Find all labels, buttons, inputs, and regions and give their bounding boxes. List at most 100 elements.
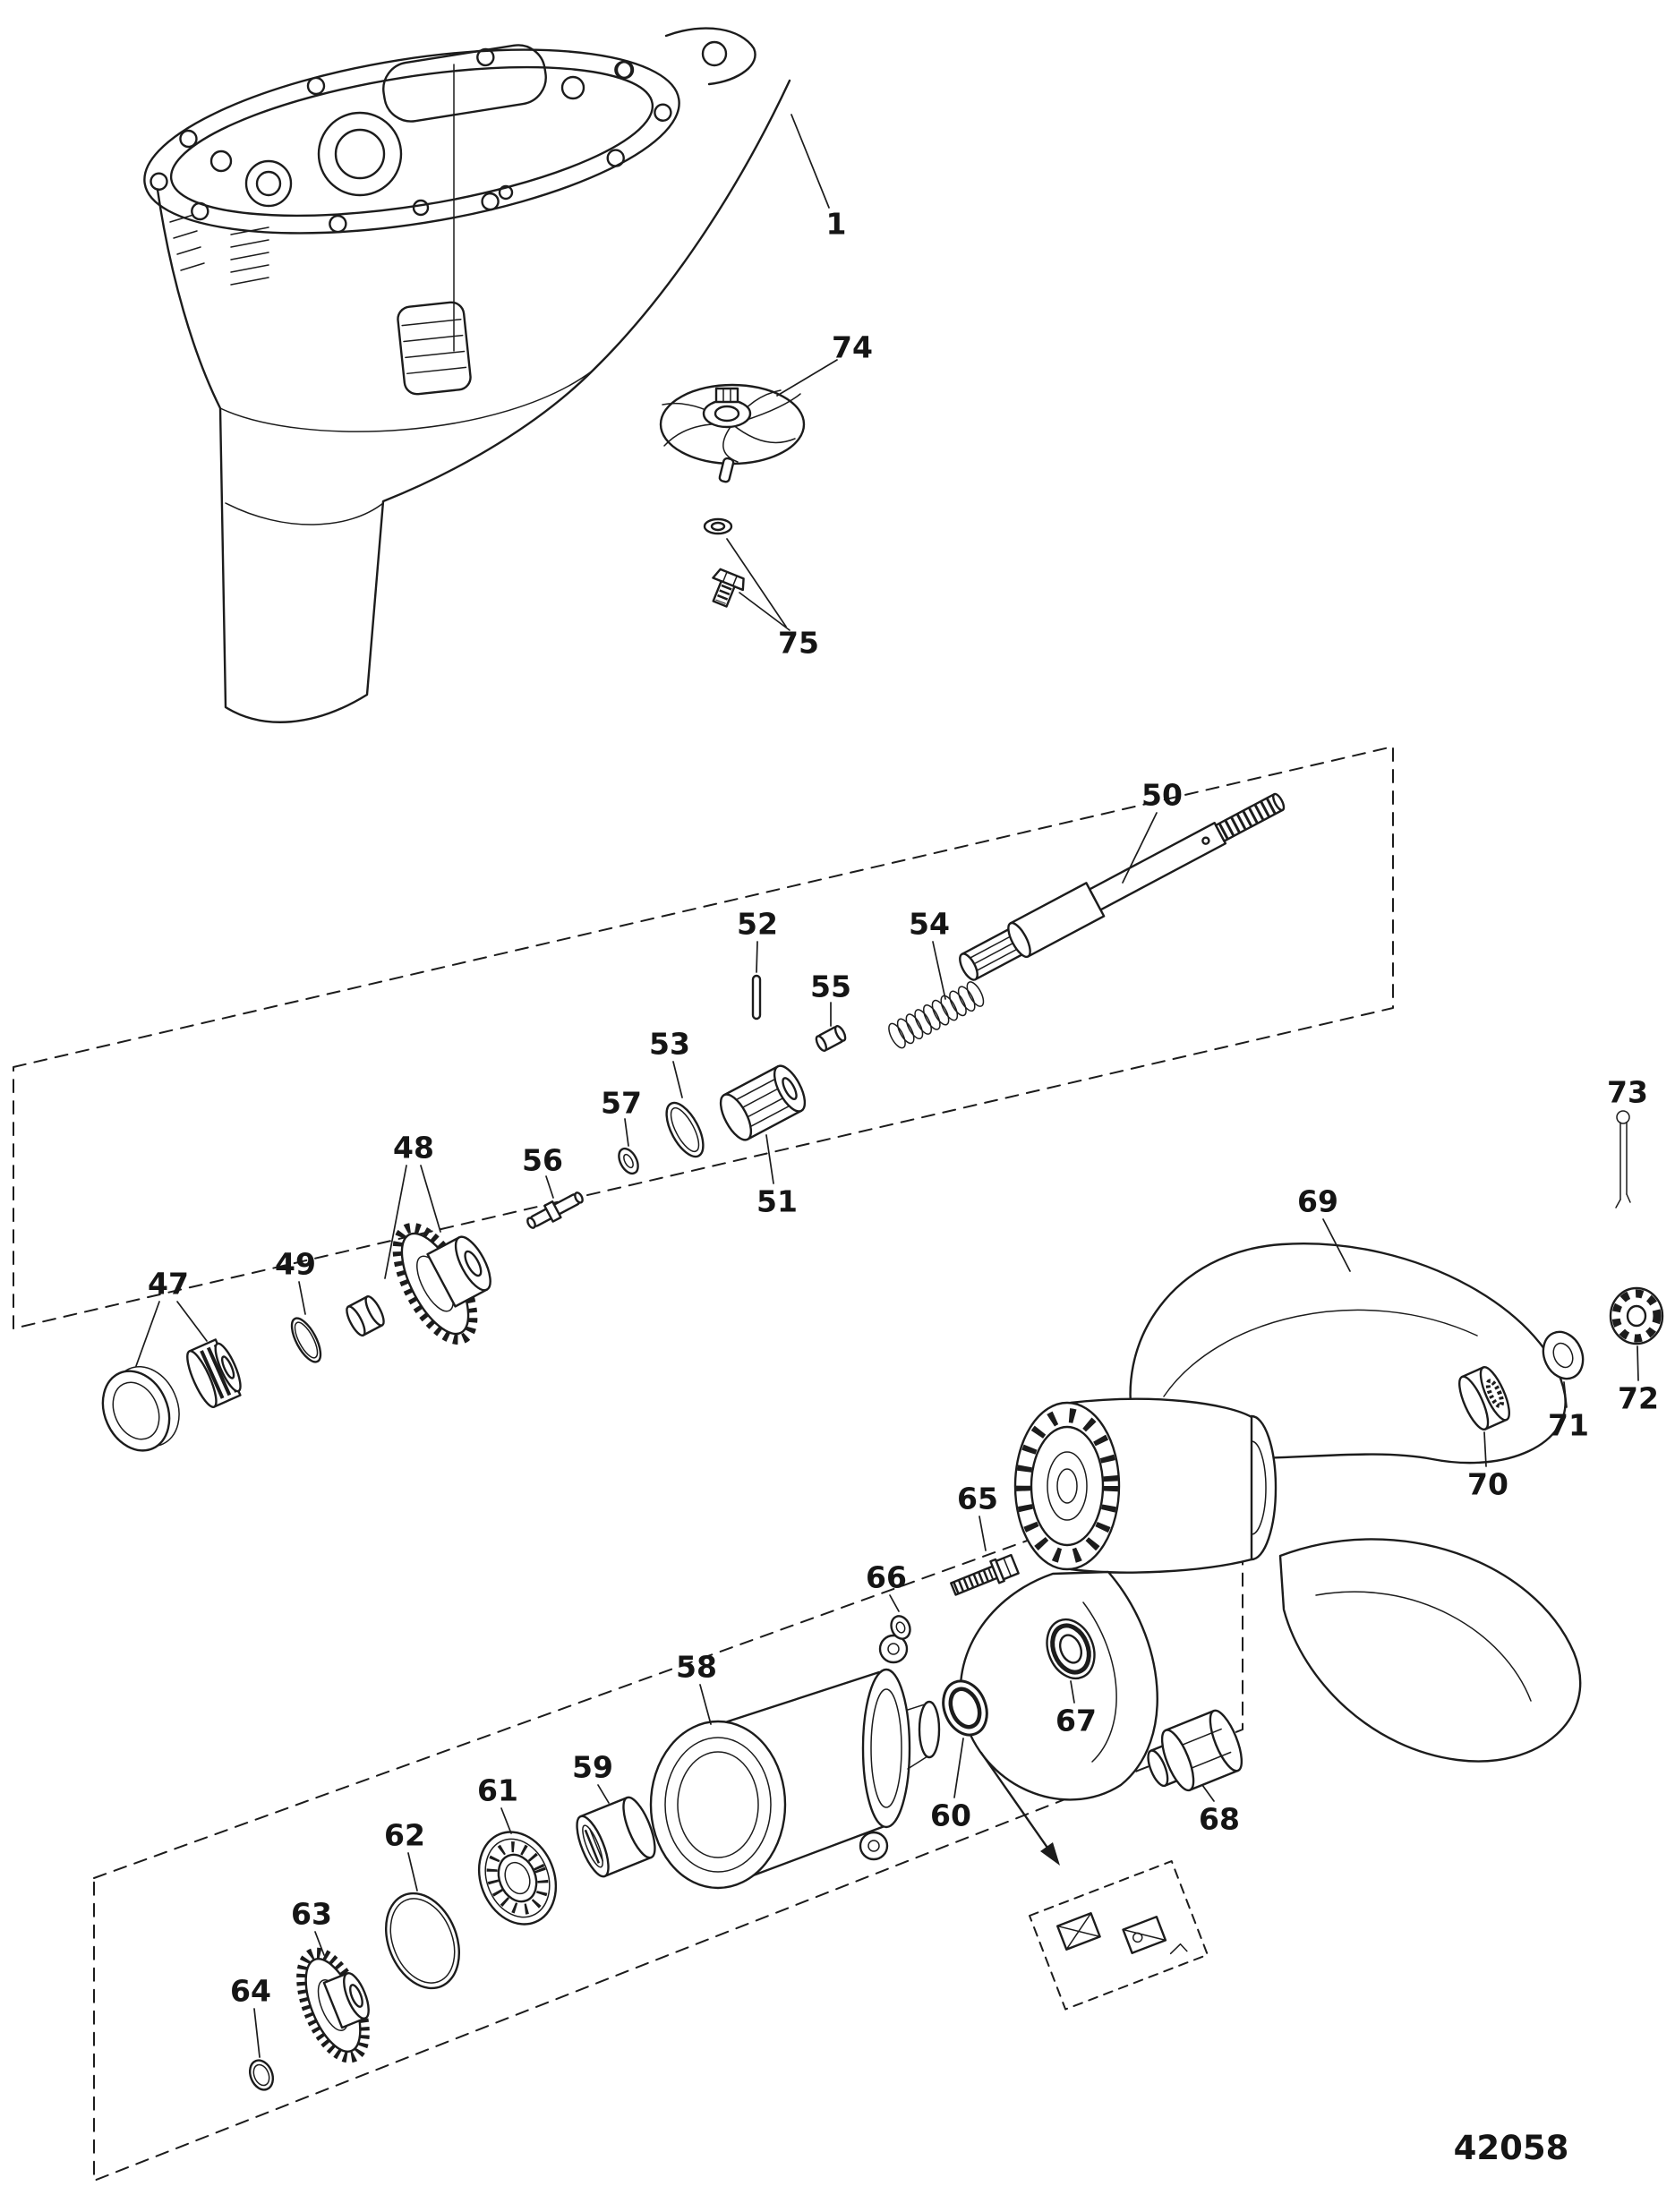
leader-line-49: [298, 1281, 306, 1315]
impeller-nut: [714, 387, 739, 404]
part-label-72: 72: [1618, 1381, 1659, 1416]
upper-exploded-plane: [13, 746, 1394, 1329]
part-label-1: 1: [826, 207, 847, 242]
part-label-48: 48: [393, 1131, 434, 1166]
leader-line-75: [726, 538, 787, 628]
leader-line-74: [776, 359, 838, 397]
part-label-67: 67: [1055, 1704, 1097, 1738]
leader-line-47: [135, 1301, 160, 1367]
ball-bearing-61: [477, 1831, 558, 1926]
leader-line-57: [624, 1118, 629, 1147]
part-label-58: 58: [676, 1650, 717, 1685]
part-label-50: 50: [1141, 778, 1183, 813]
leader-line-67: [1070, 1680, 1075, 1704]
part-label-69: 69: [1297, 1184, 1338, 1219]
pin-56: [526, 1191, 584, 1229]
part-label-61: 61: [477, 1773, 518, 1808]
gearcase-housing: [143, 27, 791, 723]
flange-openings: [209, 27, 756, 217]
part-label-59: 59: [572, 1750, 613, 1785]
leader-line-65: [979, 1516, 987, 1551]
bearing-carrier-58: [649, 1634, 941, 1890]
part-label-55: 55: [810, 969, 851, 1004]
washer-66: [890, 1615, 911, 1640]
leader-line-71: [1563, 1381, 1568, 1408]
thrust-hub-68: [1147, 1709, 1243, 1792]
part-label-73: 73: [1607, 1075, 1648, 1110]
seal-detail-arrow: [979, 1751, 1060, 1866]
propshaft-assembly: [101, 792, 1286, 1452]
cotter-pin-73: [1615, 1110, 1631, 1208]
shim-49: [290, 1317, 322, 1363]
part-label-62: 62: [384, 1818, 425, 1853]
forward-gear-48: [392, 1222, 491, 1345]
leader-line-59: [597, 1784, 610, 1804]
part-label-71: 71: [1548, 1408, 1589, 1443]
thrust-ring-48: [346, 1295, 385, 1337]
part-label-68: 68: [1199, 1802, 1240, 1837]
part-label-70: 70: [1467, 1467, 1508, 1502]
leader-line-48: [420, 1165, 441, 1233]
part-label-54: 54: [909, 907, 950, 942]
leader-line-69: [1322, 1218, 1351, 1272]
leader-line-61: [500, 1807, 512, 1834]
reverse-gear-63: [296, 1947, 370, 2063]
washer-57: [618, 1147, 639, 1175]
part-label-75: 75: [778, 626, 819, 661]
prop-shaft-50: [959, 792, 1286, 981]
impeller-fasteners: [703, 517, 745, 608]
water-pump-impeller: [659, 383, 806, 483]
seal-bushing-67: [1046, 1618, 1096, 1680]
leader-line-64: [253, 2008, 261, 2058]
leader-line-63: [314, 1931, 325, 1956]
part-label-57: 57: [601, 1086, 642, 1121]
detent-55: [815, 1025, 847, 1052]
leader-line-50: [1122, 812, 1158, 884]
washer-71: [1542, 1330, 1585, 1380]
leader-line-68: [1201, 1784, 1215, 1802]
o-ring-53: [665, 1101, 705, 1158]
o-ring-62: [384, 1892, 461, 1990]
lower-exploded-plane: [93, 1462, 1243, 2182]
propeller-assembly: [959, 1110, 1664, 1801]
leader-line-75: [739, 592, 790, 631]
propeller: [959, 1243, 1582, 1801]
leader-line-54: [932, 941, 946, 1000]
part-label-52: 52: [737, 907, 778, 942]
part-label-63: 63: [291, 1897, 332, 1932]
leader-line-53: [672, 1061, 683, 1098]
part-label-56: 56: [522, 1143, 563, 1178]
part-label-49: 49: [275, 1247, 316, 1282]
seal-detail-box: [1029, 1860, 1209, 2011]
leader-line-1: [790, 114, 830, 209]
part-label-60: 60: [930, 1798, 971, 1833]
bearing-cone-47: [186, 1338, 242, 1408]
leader-line-56: [545, 1175, 554, 1199]
part-label-64: 64: [230, 1974, 271, 2009]
housing-flange: [143, 47, 680, 235]
oil-seal-60: [942, 1679, 988, 1737]
bearing-carrier-assembly: [248, 1553, 1243, 2091]
clutch-dog-51: [719, 1064, 807, 1141]
leader-line-62: [407, 1852, 418, 1892]
part-label-47: 47: [148, 1267, 189, 1302]
drawing-number: 42058: [1454, 2129, 1569, 2167]
part-label-53: 53: [649, 1027, 690, 1062]
leader-line-70: [1483, 1431, 1487, 1467]
bolt-65: [950, 1553, 1020, 1596]
leader-line-66: [889, 1594, 900, 1612]
bolt-75: [712, 568, 745, 608]
part-label-74: 74: [832, 330, 873, 365]
thrust-hub-70: [1458, 1365, 1510, 1431]
needle-bearing-59: [576, 1796, 656, 1878]
leader-line-72: [1637, 1345, 1639, 1381]
prop-nut-72: [1609, 1286, 1664, 1345]
bearing-cup-47: [101, 1366, 180, 1452]
leader-line-52: [756, 941, 758, 973]
part-label-66: 66: [866, 1560, 907, 1595]
spring-54: [888, 981, 985, 1049]
o-ring-64: [248, 2059, 275, 2091]
